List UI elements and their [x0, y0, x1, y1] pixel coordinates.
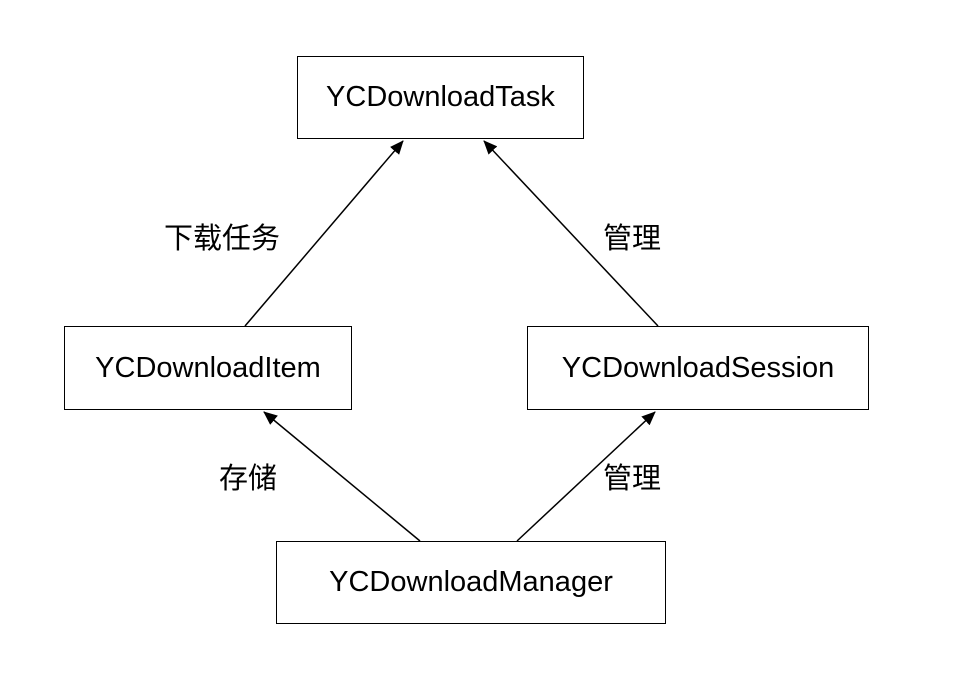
edge-manager-to-session [516, 411, 656, 542]
edge-manager-to-item [263, 411, 421, 542]
edge-label-manage-task: 管理 [603, 221, 662, 255]
edge-label-storage: 存储 [219, 461, 278, 495]
node-ycdownloadtask: YCDownloadTask [297, 56, 584, 139]
edge-label-download-task: 下载任务 [164, 221, 281, 255]
edge-session-to-task [483, 140, 659, 327]
edge-item-to-task [244, 140, 404, 327]
node-ycdownloadsession: YCDownloadSession [527, 326, 869, 410]
node-ycdownloaditem: YCDownloadItem [64, 326, 352, 410]
node-ycdownloadmanager: YCDownloadManager [276, 541, 666, 624]
edge-label-manage-session: 管理 [603, 461, 662, 495]
